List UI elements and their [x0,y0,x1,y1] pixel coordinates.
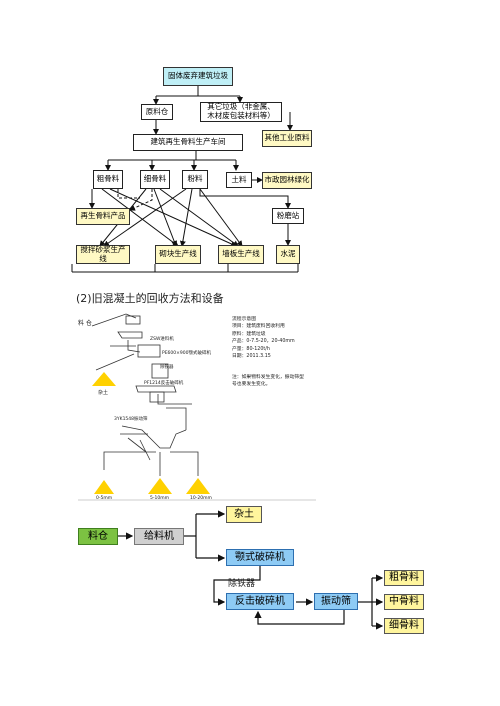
node-cement: 水泥 [276,245,300,264]
node-mortar-line: 搅拌砂浆生产线 [76,245,130,264]
plant-sundries-label: 杂土 [98,390,109,396]
node-other-industrial: 其他工业原料 [262,130,312,147]
plant-feed-label: 料 仓 [78,320,92,327]
flow-fine: 细骨料 [384,618,424,634]
flow-magnet-label: 除铁器 [228,579,256,589]
plant-impact-label: PF1214反击破碎机 [144,381,184,386]
node-other-waste: 其它垃圾（非金属、 木材废包装材料等） [200,102,282,122]
plant-screen-label: 3YK1548振动筛 [114,417,148,422]
plant-remark: 注：如果物料发生变化，振动筛型 号也要发生变化。 [232,375,304,388]
node-production-line: 建筑再生骨料生产车间 [133,134,243,151]
node-soil: 土料 [226,172,252,188]
flow-coarse: 粗骨料 [384,570,424,586]
flow-impact-crusher: 反击破碎机 [226,593,294,610]
node-greening: 市政园林绿化 [262,172,312,189]
node-grinding: 粉磨站 [272,208,304,224]
node-coarse: 粗骨料 [93,170,123,189]
plant-output-3: 10-20mm [190,496,212,501]
node-powder: 粉料 [182,170,208,189]
flow-feeder: 给料机 [134,528,184,545]
plant-notes: 流程示意图 项目：建筑废料回收利用 原料：建筑垃圾 产品：0-7.5-20，20… [232,317,295,360]
node-recycled-product: 再生骨料产品 [76,208,130,225]
plant-output-1: 0-5mm [96,496,113,501]
node-wall-line: 墙板生产线 [218,245,264,264]
node-block-line: 砌块生产线 [155,245,201,264]
flow-bin: 料仓 [78,528,118,545]
plant-jaw-label: PE600×900颚式破碎机 [162,351,212,356]
node-fine: 细骨料 [140,170,170,189]
node-top-waste: 固体废弃建筑垃圾 [163,67,233,86]
flow-sundries: 杂土 [226,506,262,523]
section-title: (2)旧混凝土的回收方法和设备 [76,292,224,305]
plant-output-2: 5-10mm [150,496,169,501]
node-raw-bin: 原料仓 [141,104,173,120]
flow-jaw-crusher: 颚式破碎机 [226,549,294,566]
plant-magnet-label: 除铁器 [160,365,174,370]
plant-feeder-label: ZSW进料机 [150,337,174,342]
flow-vibrating-screen: 振动筛 [314,593,358,610]
flow-medium: 中骨料 [384,594,424,610]
